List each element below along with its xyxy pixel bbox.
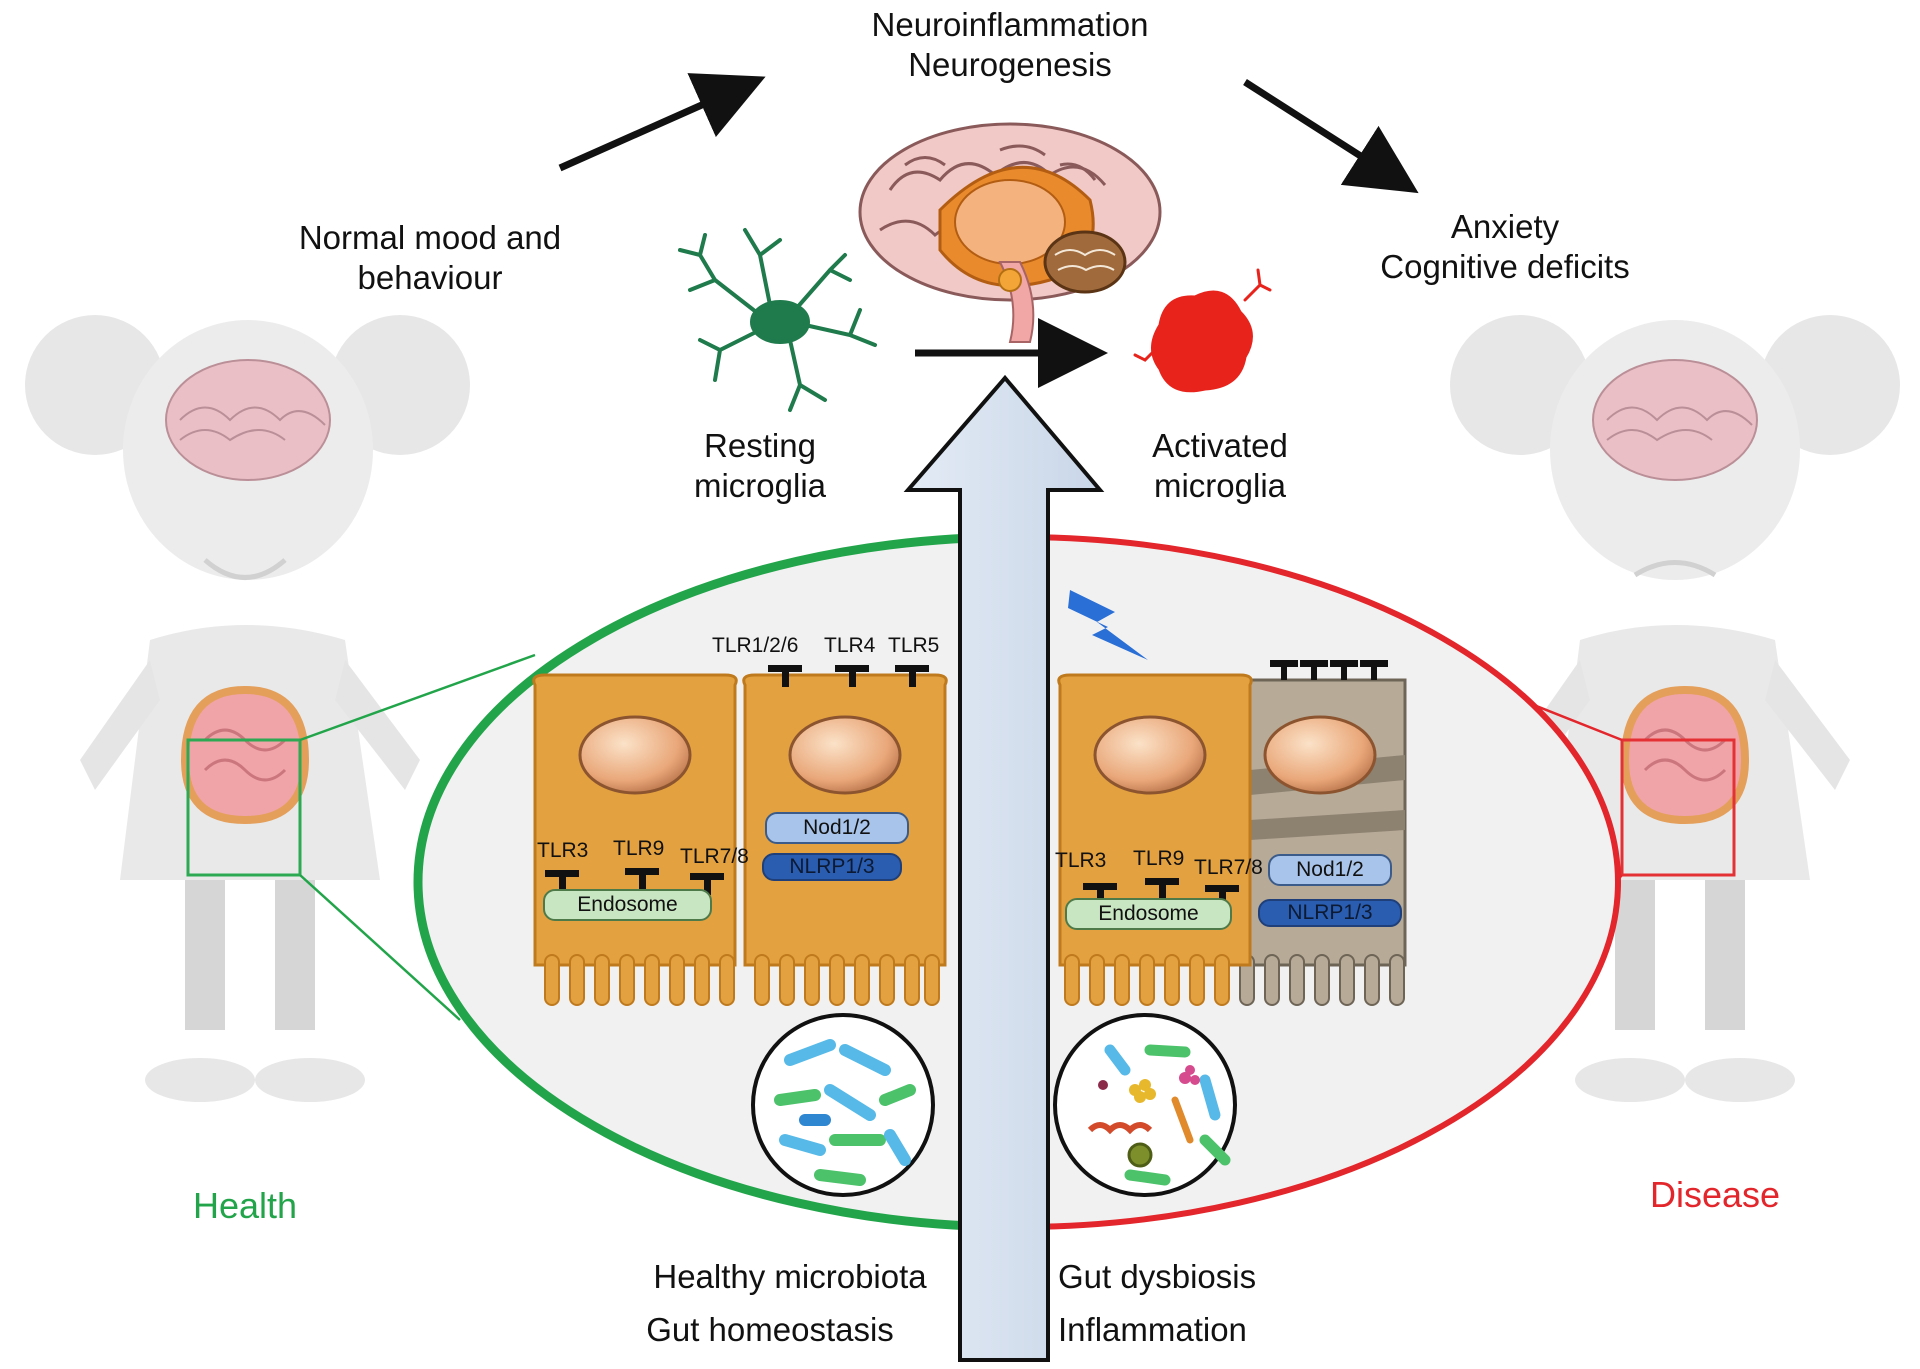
activated-microglia-icon: [1133, 268, 1272, 393]
neuroinflammation-text: Neuroinflammation: [871, 6, 1149, 43]
gut-homeostasis-text: Gut homeostasis: [646, 1311, 894, 1348]
tlr-endo-1: TLR3: [537, 839, 589, 862]
tlr-apical-1: TLR1/2/6: [712, 634, 799, 657]
healthy-nod: Nod1/2: [765, 812, 909, 844]
disease-nod: Nod1/2: [1268, 854, 1392, 886]
brain-icon: [858, 122, 1162, 343]
healthy-microbiota-label: Healthy microbiota Gut homeostasis: [640, 1250, 940, 1356]
damaged-epithelial-cells: [1057, 660, 1407, 1006]
neurogenesis-text: Neurogenesis: [908, 46, 1112, 83]
tlr-endo-2: TLR9: [613, 837, 665, 860]
anxiety-line2: Cognitive deficits: [1380, 248, 1630, 285]
health-label: Health: [192, 1185, 298, 1226]
resting-microglia-icon: [678, 228, 877, 412]
resting-line2: microglia: [693, 467, 827, 504]
inflammation-text: Inflammation: [1058, 1311, 1247, 1348]
arrow-to-neuroinflammation: [558, 73, 766, 172]
resting-line1: Resting: [704, 427, 816, 464]
gut-dysbiosis-text: Gut dysbiosis: [1058, 1258, 1257, 1295]
disease-tlr-endo-2: TLR9: [1133, 847, 1185, 870]
disease-nlrp: NLRP1/3: [1258, 899, 1402, 927]
disease-tlr-endo-1: TLR3: [1055, 849, 1107, 872]
disease-tlr-endo-3: TLR7/8: [1194, 856, 1263, 879]
activated-line1: Activated: [1152, 427, 1288, 464]
normal-mood-label: Normal mood and behaviour: [280, 218, 580, 298]
anxiety-line1: Anxiety: [1450, 208, 1560, 245]
tlr-apical-3: TLR5: [888, 634, 940, 657]
normal-mood-line2: behaviour: [357, 259, 503, 296]
lightning-icon: [1068, 590, 1148, 660]
disease-endosome: Endosome: [1065, 898, 1232, 930]
anxiety-label: Anxiety Cognitive deficits: [1355, 207, 1655, 287]
healthy-microbiota-text: Healthy microbiota: [653, 1258, 927, 1295]
disease-label: Disease: [1649, 1174, 1781, 1215]
arrow-to-anxiety: [1243, 79, 1419, 194]
bacteria-healthy-icon: [751, 1013, 935, 1197]
healthy-endosome: Endosome: [543, 889, 712, 921]
gut-brain-axis-arrow: [903, 374, 1105, 1362]
girl-sick-icon: [1450, 315, 1900, 1102]
girl-healthy-icon: [25, 315, 470, 1102]
tlr-endo-3: TLR7/8: [680, 845, 749, 868]
bacteria-dysbiosis-icon: [1053, 1013, 1237, 1197]
activated-microglia-label: Activated microglia: [1120, 426, 1320, 506]
activated-line2: microglia: [1153, 467, 1287, 504]
top-outcome-label: Neuroinflammation Neurogenesis: [860, 5, 1160, 85]
normal-mood-line1: Normal mood and: [298, 219, 562, 256]
resting-microglia-label: Resting microglia: [660, 426, 860, 506]
healthy-nlrp: NLRP1/3: [762, 853, 902, 881]
tlr-apical-2: TLR4: [824, 634, 876, 657]
dysbiosis-label: Gut dysbiosis Inflammation: [1058, 1250, 1278, 1356]
health-zoom-lines: [299, 653, 536, 1021]
